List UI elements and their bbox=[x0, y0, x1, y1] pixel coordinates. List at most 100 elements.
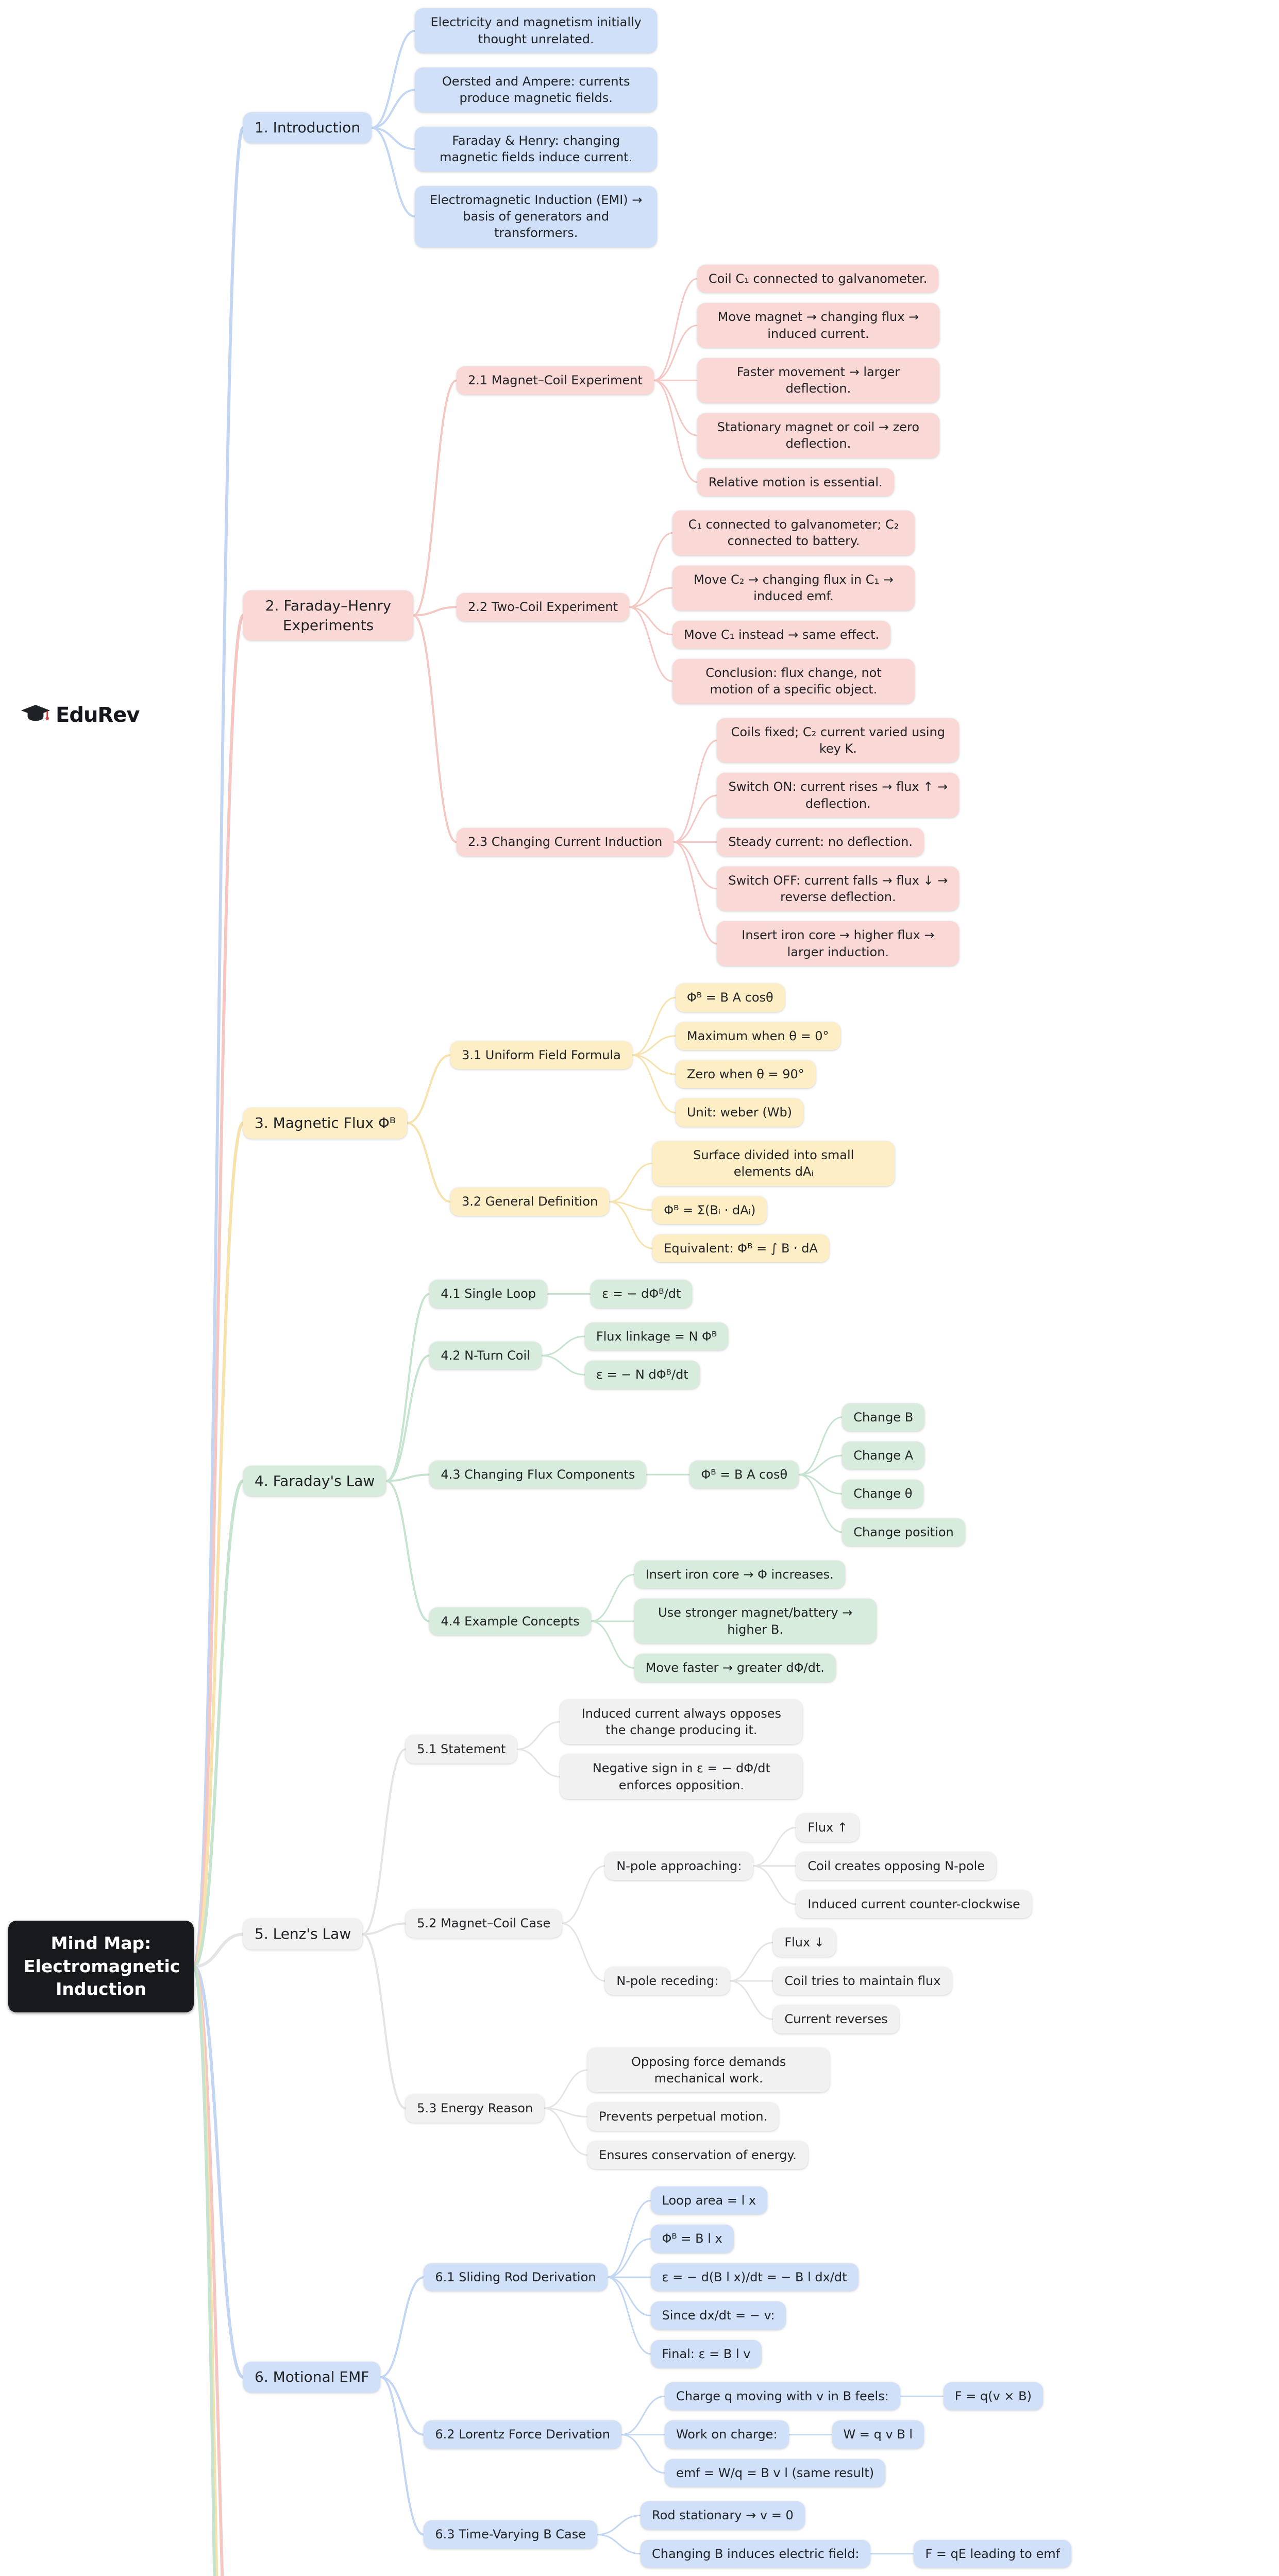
leaf-node[interactable]: Unit: weber (Wb) bbox=[675, 1098, 804, 1127]
leaf-node[interactable]: Oersted and Ampere: currents produce mag… bbox=[415, 67, 658, 112]
topic-node[interactable]: Φᴮ = B A cosθ bbox=[689, 1461, 799, 1489]
leaf-node[interactable]: Negative sign in ε = − dΦ/dt enforces op… bbox=[560, 1754, 803, 1800]
topic-node[interactable]: 4.1 Single Loop bbox=[429, 1280, 548, 1308]
leaf-node[interactable]: Steady current: no deflection. bbox=[717, 828, 924, 856]
leaf-node[interactable]: Loop area = l x bbox=[650, 2187, 768, 2215]
leaf-node[interactable]: W = q v B l bbox=[832, 2420, 924, 2449]
leaf-node[interactable]: Change A bbox=[842, 1441, 925, 1470]
leaf-node[interactable]: Change B bbox=[842, 1403, 925, 1431]
topic-node[interactable]: 3.1 Uniform Field Formula bbox=[450, 1041, 632, 1070]
edurev-logo-top: EduRev bbox=[21, 703, 140, 727]
section-node[interactable]: 1. Introduction bbox=[243, 112, 372, 143]
leaf-node[interactable]: Φᴮ = B A cosθ bbox=[675, 984, 785, 1012]
leaf-node[interactable]: Induced current counter-clockwise bbox=[796, 1890, 1032, 1919]
leaf-node[interactable]: Relative motion is essential. bbox=[697, 468, 894, 496]
leaf-node[interactable]: Surface divided into small elements dAᵢ bbox=[652, 1141, 895, 1186]
leaf-node[interactable]: C₁ connected to galvanometer; C₂ connect… bbox=[672, 510, 915, 555]
leaf-node[interactable]: Move magnet → changing flux → induced cu… bbox=[697, 303, 939, 348]
leaf-node[interactable]: Φᴮ = Σ(Bᵢ · dAᵢ) bbox=[652, 1196, 767, 1224]
children-column: C₁ connected to galvanometer; C₂ connect… bbox=[672, 510, 915, 704]
leaf-node[interactable]: Coil creates opposing N-pole bbox=[796, 1852, 997, 1880]
leaf-node[interactable]: Coil tries to maintain flux bbox=[773, 1967, 952, 1995]
leaf-node[interactable]: emf = W/q = B v l (same result) bbox=[664, 2459, 886, 2487]
children-column: W = q v B l bbox=[832, 2420, 924, 2449]
leaf-node[interactable]: Insert iron core → Φ increases. bbox=[634, 1561, 845, 1589]
leaf-node[interactable]: F = qE leading to emf bbox=[914, 2539, 1072, 2568]
leaf-node[interactable]: Rod stationary → v = 0 bbox=[641, 2501, 805, 2530]
children-column: Loop area = l x Φᴮ = B l x ε = − d(B l x)/… bbox=[650, 2187, 859, 2368]
leaf-node[interactable]: Coils fixed; C₂ current varied using key… bbox=[717, 718, 960, 763]
section-node[interactable]: 2. Faraday–Henry Experiments bbox=[243, 590, 413, 641]
leaf-node[interactable]: Change position bbox=[842, 1518, 965, 1547]
leaf-node[interactable]: Faster movement → larger deflection. bbox=[697, 358, 939, 403]
leaf-node[interactable]: Flux linkage = N Φᴮ bbox=[584, 1322, 729, 1351]
root-node[interactable]: Mind Map: Electromagnetic Induction bbox=[8, 1921, 194, 2012]
children-column: F = qE leading to emf bbox=[914, 2539, 1072, 2568]
section-node[interactable]: 4. Faraday's Law bbox=[243, 1465, 386, 1497]
topic-node[interactable]: Work on charge: bbox=[664, 2420, 789, 2449]
leaf-node[interactable]: Prevents perpetual motion. bbox=[587, 2103, 779, 2131]
leaf-node[interactable]: Electromagnetic Induction (EMI) → basis … bbox=[415, 185, 658, 247]
topic-node[interactable]: N-pole approaching: bbox=[605, 1852, 753, 1880]
topic-node[interactable]: 2.1 Magnet–Coil Experiment bbox=[457, 366, 654, 395]
leaf-node[interactable]: ε = − N dΦᴮ/dt bbox=[584, 1361, 700, 1389]
topic-node[interactable]: 2.3 Changing Current Induction bbox=[457, 828, 674, 856]
leaf-node[interactable]: Switch OFF: current falls → flux ↓ → rev… bbox=[717, 866, 960, 911]
leaf-node[interactable]: Induced current always opposes the chang… bbox=[560, 1699, 803, 1744]
children-column: Electricity and magnetism initially thou… bbox=[415, 8, 658, 247]
leaf-node[interactable]: ε = − dΦᴮ/dt bbox=[591, 1280, 693, 1308]
topic-node[interactable]: 2.2 Two-Coil Experiment bbox=[457, 593, 629, 621]
leaf-node[interactable]: Zero when θ = 90° bbox=[675, 1060, 816, 1089]
topic-node[interactable]: 4.2 N-Turn Coil bbox=[429, 1341, 542, 1370]
leaf-node[interactable]: ε = − d(B l x)/dt = − B l dx/dt bbox=[650, 2263, 859, 2292]
leaf-node[interactable]: Change θ bbox=[842, 1480, 924, 1508]
leaf-node[interactable]: Move faster → greater dΦ/dt. bbox=[634, 1654, 836, 1682]
topic-node[interactable]: Charge q moving with v in B feels: bbox=[664, 2382, 900, 2411]
section-node[interactable]: 5. Lenz's Law bbox=[243, 1919, 363, 1950]
leaf-node[interactable]: Electricity and magnetism initially thou… bbox=[415, 8, 658, 54]
leaf-node[interactable]: Flux ↑ bbox=[796, 1814, 859, 1842]
leaf-node[interactable]: Opposing force demands mechanical work. bbox=[587, 2047, 830, 2093]
topic-node[interactable]: 5.3 Energy Reason bbox=[406, 2094, 545, 2123]
leaf-node[interactable]: Conclusion: flux change, not motion of a… bbox=[672, 658, 915, 704]
children-column: Opposing force demands mechanical work. P… bbox=[587, 2047, 830, 2170]
section-node[interactable]: 3. Magnetic Flux Φᴮ bbox=[243, 1107, 407, 1139]
leaf-node[interactable]: Stationary magnet or coil → zero deflect… bbox=[697, 413, 939, 458]
leaf-node[interactable]: Final: ε = B l v bbox=[650, 2340, 762, 2368]
section-node[interactable]: 6. Motional EMF bbox=[243, 2362, 381, 2393]
leaf-node[interactable]: Use stronger magnet/battery → higher B. bbox=[634, 1599, 877, 1644]
leaf-node[interactable]: Ensures conservation of energy. bbox=[587, 2141, 808, 2170]
leaf-node[interactable]: Maximum when θ = 0° bbox=[675, 1022, 840, 1050]
leaf-node[interactable]: Move C₂ → changing flux in C₁ → induced … bbox=[672, 565, 915, 611]
leaf-node[interactable]: Equivalent: Φᴮ = ∫ B · dA bbox=[652, 1234, 829, 1263]
children-column: Insert iron core → Φ increases. Use stron… bbox=[634, 1561, 877, 1682]
leaf-node[interactable]: Switch ON: current rises → flux ↑ → defl… bbox=[717, 773, 960, 818]
children-column: Change B Change A Change θ Change position bbox=[842, 1403, 965, 1547]
leaf-node[interactable]: Move C₁ instead → same effect. bbox=[672, 620, 891, 649]
topic-node[interactable]: N-pole receding: bbox=[605, 1967, 730, 1995]
children-column: Coils fixed; C₂ current varied using key… bbox=[717, 718, 960, 967]
leaf-node[interactable]: Flux ↓ bbox=[773, 1928, 836, 1957]
leaf-node[interactable]: Current reverses bbox=[773, 2005, 899, 2033]
topic-node[interactable]: 3.2 General Definition bbox=[450, 1188, 610, 1216]
topic-node[interactable]: 5.2 Magnet–Coil Case bbox=[406, 1909, 562, 1938]
leaf-node[interactable]: Coil C₁ connected to galvanometer. bbox=[697, 264, 939, 293]
leaf-node[interactable]: F = q(v × B) bbox=[943, 2382, 1043, 2411]
topic-node[interactable]: 4.3 Changing Flux Components bbox=[429, 1461, 647, 1489]
leaf-node[interactable]: Faraday & Henry: changing magnetic field… bbox=[415, 126, 658, 172]
topic-node[interactable]: 4.4 Example Concepts bbox=[429, 1607, 591, 1636]
topic-node[interactable]: Changing B induces electric field: bbox=[641, 2539, 871, 2568]
topic-node[interactable]: 6.2 Lorentz Force Derivation bbox=[424, 2420, 621, 2449]
children-column: Rod stationary → v = 0 Changing B induces… bbox=[641, 2501, 1072, 2568]
children-column: Coil C₁ connected to galvanometer. Move m… bbox=[697, 264, 939, 496]
topic-node[interactable]: 6.3 Time-Varying B Case bbox=[424, 2520, 598, 2549]
leaf-node[interactable]: Insert iron core → higher flux → larger … bbox=[717, 921, 960, 967]
topic-node[interactable]: 6.1 Sliding Rod Derivation bbox=[424, 2263, 608, 2292]
leaf-node[interactable]: Φᴮ = B l x bbox=[650, 2225, 734, 2253]
topic-node[interactable]: 5.1 Statement bbox=[406, 1735, 517, 1764]
leaf-node[interactable]: Since dx/dt = − v: bbox=[650, 2301, 786, 2330]
